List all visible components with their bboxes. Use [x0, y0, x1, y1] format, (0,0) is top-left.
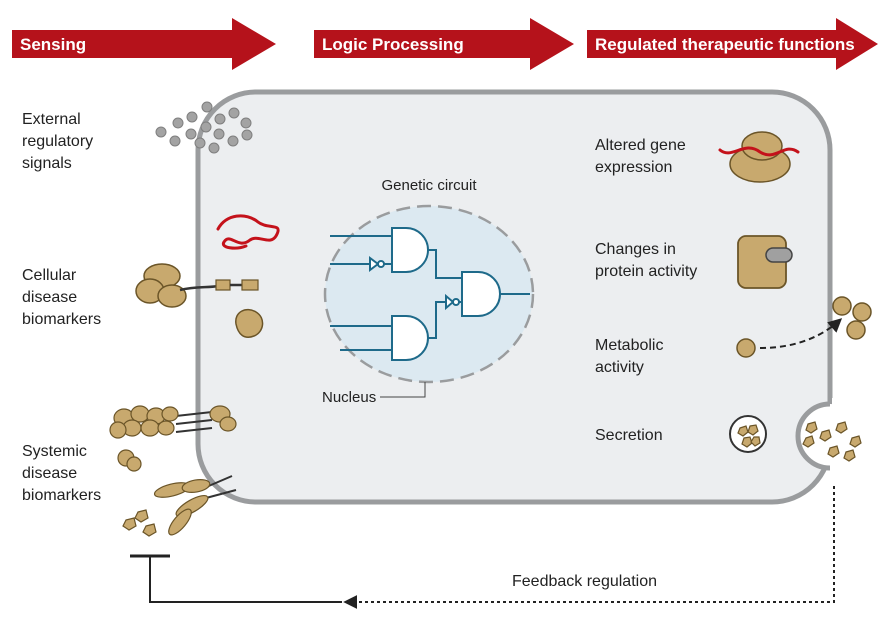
- stage-arrow-sensing: Sensing: [12, 18, 276, 70]
- external-signal-molecules: [155, 101, 253, 154]
- label-cellular-biomarkers: Cellular disease biomarkers: [22, 267, 101, 328]
- stage-arrow-functions: Regulated therapeutic functions: [587, 18, 878, 70]
- systemic-secondary-receptor: [153, 475, 237, 536]
- cellular-receptor: [135, 263, 259, 308]
- stage-arrow-logic: Logic Processing: [314, 18, 574, 70]
- label-metabolic-activity: Metabolic activity: [595, 337, 668, 376]
- label-external-signals: External regulatory signals: [22, 111, 98, 172]
- protein-activity-icon: [737, 235, 793, 289]
- metabolite-icon: [736, 318, 843, 358]
- stage-label-logic: Logic Processing: [322, 35, 464, 54]
- label-protein-activity: Changes in protein activity: [595, 241, 697, 280]
- systemic-free-molecules: [122, 509, 157, 537]
- systemic-biomarker-cluster: [117, 449, 142, 472]
- label-secretion: Secretion: [595, 427, 663, 444]
- label-systemic-biomarkers: Systemic disease biomarkers: [22, 443, 101, 504]
- nucleus-label-group: Nucleus: [322, 382, 426, 406]
- cellular-biomarker-protein: [235, 308, 264, 338]
- systemic-receptor: [109, 405, 237, 439]
- circuit-title: Genetic circuit: [381, 177, 477, 194]
- secretion-vesicle-icon: [729, 415, 767, 453]
- secreted-proteins: [802, 421, 862, 462]
- feedback-loop: [130, 486, 835, 609]
- stage-label-functions: Regulated therapeutic functions: [595, 35, 855, 54]
- stage-label-sensing: Sensing: [20, 35, 86, 54]
- nucleus: [323, 204, 535, 384]
- nucleus-label: Nucleus: [322, 389, 376, 406]
- secreted-metabolites: [832, 296, 872, 340]
- label-feedback-regulation: Feedback regulation: [512, 573, 657, 590]
- label-altered-gene-expression: Altered gene expression: [595, 137, 690, 176]
- genetic-circuit-logic-gates: [330, 227, 530, 361]
- ribosome-icon: [718, 131, 800, 183]
- rna-strand-icon: [216, 214, 280, 250]
